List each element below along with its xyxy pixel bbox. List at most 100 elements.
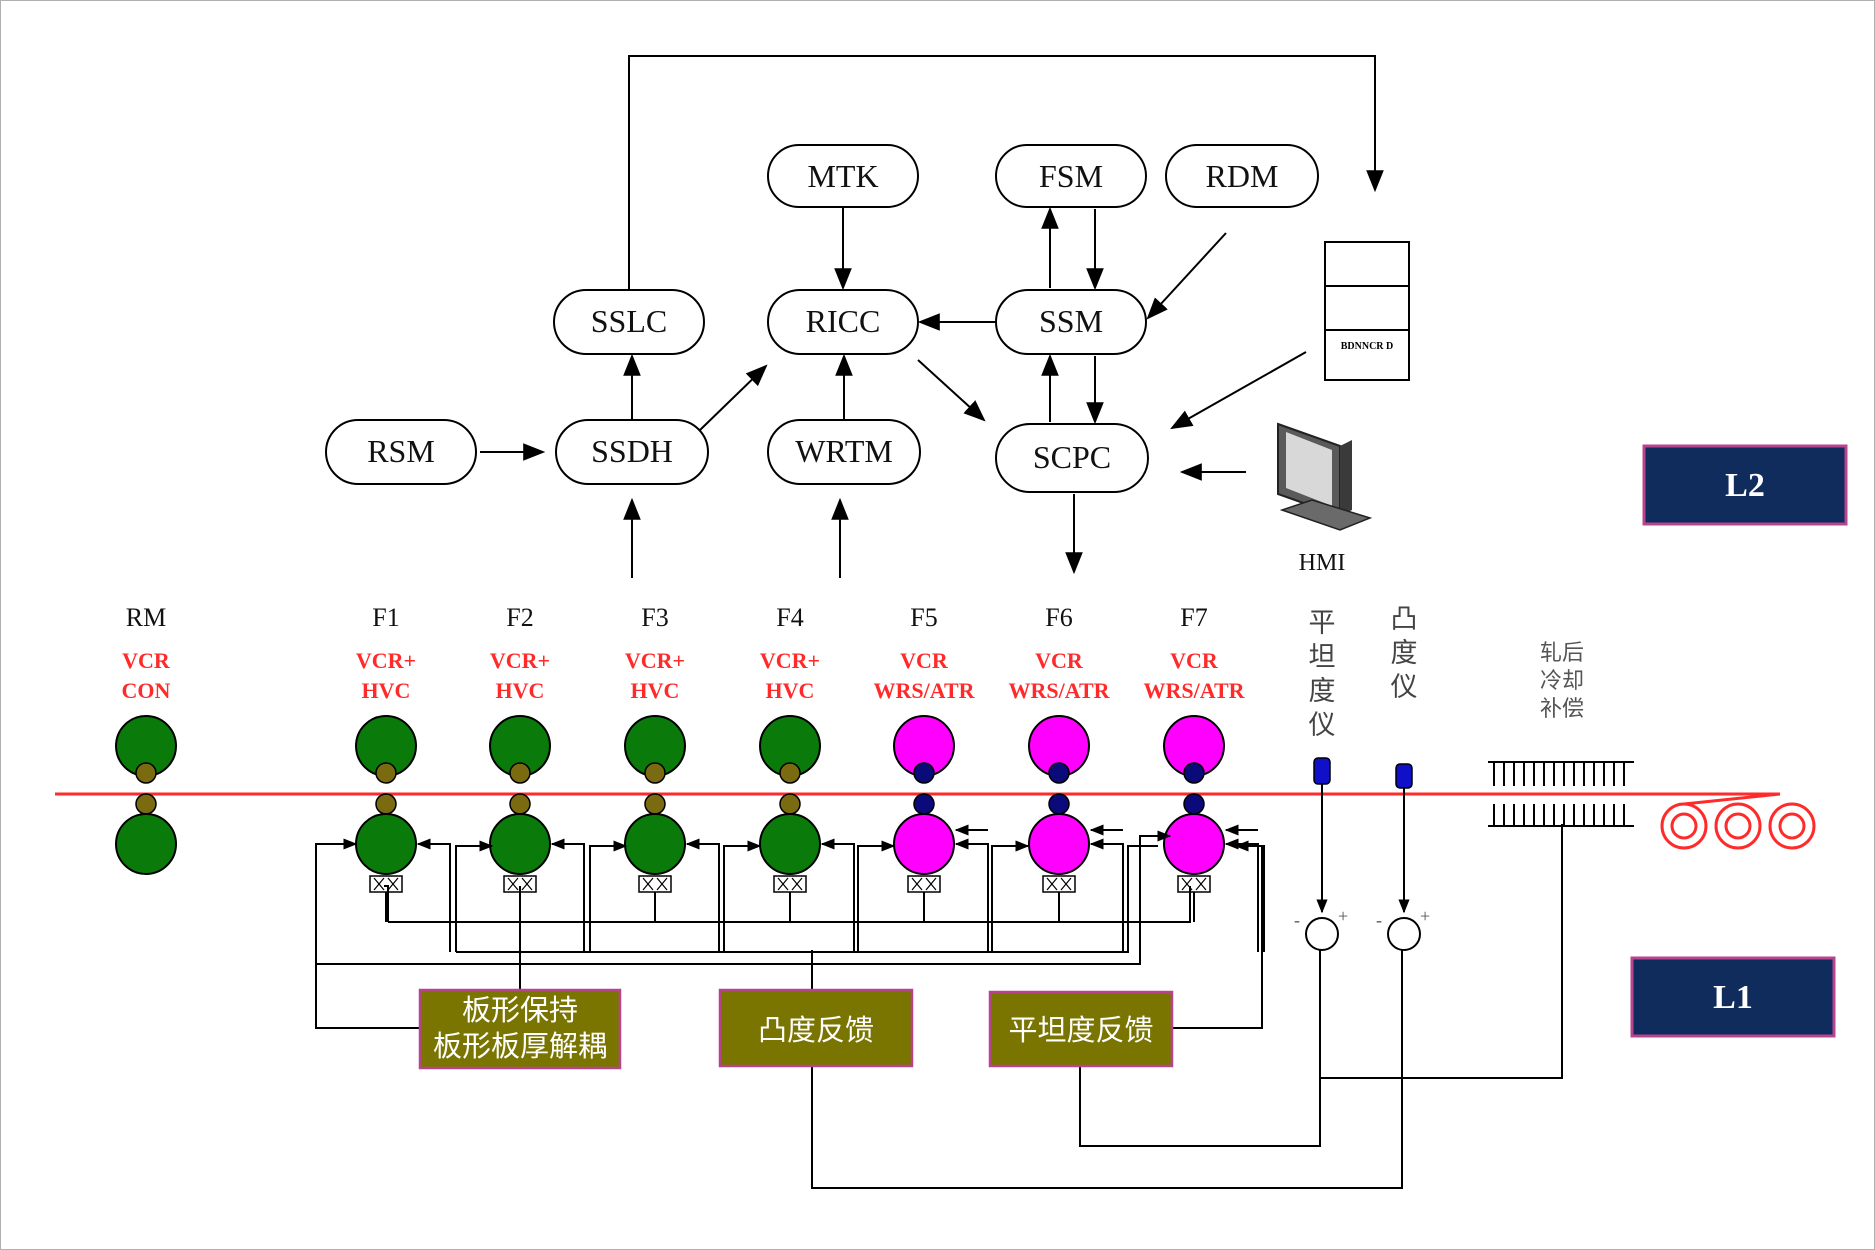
lower-work-roll [375, 793, 397, 815]
upper-work-roll [913, 762, 935, 784]
shape-hold-label-1: 板形保持 [462, 994, 578, 1027]
upper-work-roll [644, 762, 666, 784]
stand-mode-line1: VCR+ [760, 648, 820, 673]
module-ricc-label: RICC [806, 303, 881, 339]
lower-backup-roll [1028, 813, 1090, 875]
stand-name: F2 [506, 603, 533, 632]
crown-gauge-char-2: 度 [1391, 638, 1418, 668]
cooling-label-1: 轧后 [1540, 640, 1584, 665]
lower-work-roll [1048, 793, 1070, 815]
module-mtk-label: MTK [807, 158, 878, 194]
crown-minus-sign: - [1376, 910, 1382, 930]
module-fsm: FSM [995, 144, 1147, 208]
cooling-label-3: 补偿 [1540, 696, 1584, 721]
module-wrtm-label: WRTM [795, 433, 893, 469]
module-scpc-label: SCPC [1033, 439, 1111, 475]
upper-work-roll [375, 762, 397, 784]
stand-mode-line2: WRS/ATR [1143, 678, 1245, 703]
lower-work-roll [509, 793, 531, 815]
arrow-server-scpc [1170, 351, 1307, 430]
l2-modules: MTK FSM RDM SSLC RICC SSM RSM SSDH [325, 144, 1319, 493]
stand-mode-line2: HVC [631, 678, 680, 703]
lower-work-roll [1183, 793, 1205, 815]
module-sslc: SSLC [553, 289, 705, 355]
hmi-monitor-icon: HMI [1277, 422, 1373, 576]
l1-controllers: 板形保持 板形板厚解耦 凸度反馈 平坦度反馈 [418, 988, 1174, 1070]
arrow-ssdh-ricc [699, 364, 768, 431]
crown-sensor-icon [1395, 763, 1413, 789]
stand-mode-line2: HVC [496, 678, 545, 703]
server-icon: BDNNCR D [1324, 241, 1410, 381]
stand-mode-line2: HVC [362, 678, 411, 703]
module-mtk: MTK [767, 144, 919, 208]
level-l2-label: L2 [1725, 467, 1765, 504]
crown-feedback-label: 凸度反馈 [758, 1014, 874, 1047]
stand-name: F5 [910, 603, 937, 632]
crown-plus-sign: + [1420, 906, 1430, 926]
upper-work-roll [135, 762, 157, 784]
lower-backup-roll [489, 813, 551, 875]
cooling-compensation: 轧后 冷却 补偿 [1488, 640, 1634, 827]
module-fsm-label: FSM [1039, 158, 1103, 194]
module-ssdh-label: SSDH [591, 433, 673, 469]
stand-name: F6 [1045, 603, 1072, 632]
lower-work-roll [779, 793, 801, 815]
stand-name: F1 [372, 603, 399, 632]
module-rdm-label: RDM [1206, 158, 1279, 194]
upper-work-roll [1048, 762, 1070, 784]
stand-mode-line1: VCR [122, 648, 171, 673]
upper-work-roll [509, 762, 531, 784]
lower-work-roll [135, 793, 157, 815]
module-ricc: RICC [767, 289, 919, 355]
flatness-feedback-controller: 平坦度反馈 [988, 990, 1174, 1068]
stand-mode-line1: VCR+ [490, 648, 550, 673]
server-label: BDNNCR D [1341, 341, 1394, 352]
upper-work-roll [779, 762, 801, 784]
module-scpc: SCPC [995, 423, 1149, 493]
module-rsm: RSM [325, 419, 477, 485]
crown-gauge-char-3: 仪 [1391, 672, 1418, 702]
stand-mode-line2: HVC [766, 678, 815, 703]
level-l1-badge: L1 [1630, 956, 1836, 1038]
lower-backup-roll [115, 813, 177, 875]
crown-feedback-controller: 凸度反馈 [718, 988, 914, 1068]
module-wrtm: WRTM [767, 419, 921, 485]
shape-hold-controller: 板形保持 板形板厚解耦 [418, 988, 622, 1070]
stand-mode-line1: VCR [1170, 648, 1219, 673]
flatness-gauge: 平 坦 度 仪 [1309, 608, 1336, 785]
stand-mode-line1: VCR [1035, 648, 1084, 673]
flatness-minus-sign: - [1294, 910, 1300, 930]
l2-arrows [480, 55, 1384, 578]
stand-name: F7 [1180, 603, 1207, 632]
module-sslc-label: SSLC [591, 303, 667, 339]
flatness-sensor-icon [1313, 757, 1331, 785]
stand-name: F3 [641, 603, 668, 632]
flatness-feedback-label: 平坦度反馈 [1008, 1014, 1153, 1047]
level-l1-label: L1 [1713, 979, 1753, 1016]
rolling-stands: RMVCRCONF1VCR+HVCF2VCR+HVCF3VCR+HVCF4VCR… [115, 603, 1259, 952]
summing-signs: - + - + [1294, 906, 1430, 930]
module-ssm-label: SSM [1039, 303, 1103, 339]
arrow-sslc-to-server [628, 55, 1384, 290]
crown-gauge-char-1: 凸 [1391, 604, 1418, 634]
cooling-header-icon [1488, 761, 1634, 827]
lower-backup-roll [1163, 813, 1225, 875]
lower-work-roll [644, 793, 666, 815]
stand-name: F4 [776, 603, 803, 632]
upper-work-roll [1183, 762, 1205, 784]
flatness-plus-sign: + [1338, 906, 1348, 926]
flatness-gauge-char-3: 度 [1309, 676, 1336, 706]
shape-hold-label-2: 板形板厚解耦 [433, 1030, 607, 1063]
lower-work-roll [913, 793, 935, 815]
level-l2-badge: L2 [1642, 444, 1848, 526]
instruments: 平 坦 度 仪 凸 度 仪 轧后 冷却 补偿 [1309, 604, 1816, 850]
module-rdm: RDM [1165, 144, 1319, 208]
stand-mode-line1: VCR [900, 648, 949, 673]
